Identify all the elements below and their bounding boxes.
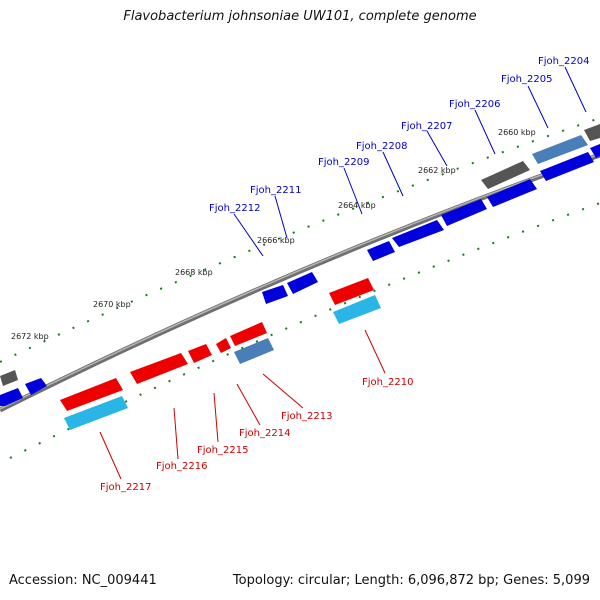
gene-label-fjoh-2208[interactable]: Fjoh_2208 [356, 141, 407, 152]
kbp-label: 2664 kbp [338, 201, 376, 210]
gene-arrow[interactable] [584, 124, 600, 141]
accession-text: Accession: NC_009441 [9, 573, 157, 588]
genome-summary-text: Topology: circular; Length: 6,096,872 bp… [232, 573, 590, 588]
gene-label-fjoh-2217[interactable]: Fjoh_2217 [100, 482, 151, 493]
gene-label-fjoh-2204[interactable]: Fjoh_2204 [538, 56, 589, 67]
kbp-scale: 2660 kbp 2662 kbp 2664 kbp 2666 kbp 2668… [11, 128, 536, 341]
gene-arrow[interactable] [230, 322, 267, 346]
gene-arrow[interactable] [590, 144, 600, 158]
reverse-gene-label-texts: Fjoh_2210 Fjoh_2213 Fjoh_2214 Fjoh_2215 … [100, 377, 413, 493]
forward-gene-label-texts: Fjoh_2204 Fjoh_2205 Fjoh_2206 Fjoh_2207 … [209, 56, 589, 214]
gene-arrow[interactable] [130, 353, 188, 384]
gene-label-fjoh-2211[interactable]: Fjoh_2211 [250, 185, 301, 196]
gene-label-fjoh-2216[interactable]: Fjoh_2216 [156, 461, 207, 472]
kbp-label: 2672 kbp [11, 332, 49, 341]
gene-label-fjoh-2209[interactable]: Fjoh_2209 [318, 157, 369, 168]
kbp-label: 2660 kbp [498, 128, 536, 137]
map-title: Flavobacterium johnsoniae UW101, complet… [123, 9, 477, 24]
gene-arrow[interactable] [234, 338, 274, 364]
gene-label-fjoh-2205[interactable]: Fjoh_2205 [501, 74, 552, 85]
forward-gene-labels [233, 66, 587, 257]
gene-arrow[interactable] [0, 370, 18, 386]
gene-arrow[interactable] [60, 378, 123, 411]
gene-arrow[interactable] [333, 295, 381, 324]
gene-arrow[interactable] [441, 199, 487, 226]
gene-arrow[interactable] [487, 179, 537, 207]
outer-tick-track [0, 117, 600, 363]
kbp-label: 2668 kbp [175, 268, 213, 277]
kbp-label: 2670 kbp [93, 300, 131, 309]
gene-arrow[interactable] [481, 161, 530, 189]
gene-label-fjoh-2210[interactable]: Fjoh_2210 [362, 377, 413, 388]
gene-label-fjoh-2215[interactable]: Fjoh_2215 [197, 445, 248, 456]
gene-arrow[interactable] [532, 135, 588, 164]
gene-arrow[interactable] [392, 220, 444, 247]
gene-arrow[interactable] [216, 338, 231, 353]
gene-arrow[interactable] [367, 241, 395, 261]
gene-arrow[interactable] [188, 344, 212, 363]
gene-arrow[interactable] [287, 272, 318, 294]
gene-label-fjoh-2212[interactable]: Fjoh_2212 [209, 203, 260, 214]
gene-arrow[interactable] [262, 285, 288, 304]
gene-label-fjoh-2214[interactable]: Fjoh_2214 [239, 428, 290, 439]
gene-arrow[interactable] [64, 396, 128, 430]
gene-label-fjoh-2213[interactable]: Fjoh_2213 [281, 411, 332, 422]
gene-arrow[interactable] [329, 278, 374, 305]
gene-arrow[interactable] [25, 378, 47, 395]
gene-label-fjoh-2206[interactable]: Fjoh_2206 [449, 99, 500, 110]
reverse-gene-labels [99, 329, 386, 480]
kbp-label: 2662 kbp [418, 166, 456, 175]
forward-genes [0, 124, 600, 406]
gene-label-fjoh-2207[interactable]: Fjoh_2207 [401, 121, 452, 132]
reverse-genes [60, 278, 381, 430]
kbp-label: 2666 kbp [257, 236, 295, 245]
gene-arrow[interactable] [540, 152, 594, 181]
gene-arrow[interactable] [0, 388, 23, 406]
